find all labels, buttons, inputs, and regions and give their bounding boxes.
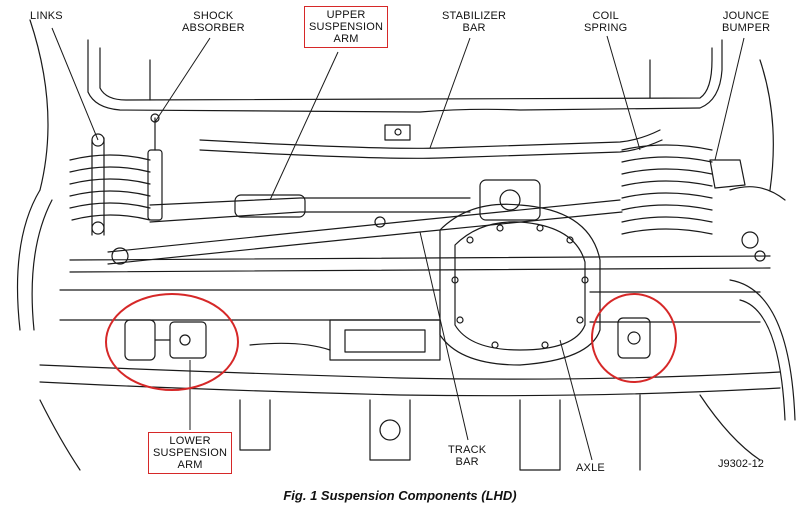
- shock-absorber: [147, 113, 163, 221]
- label-upper-suspension-arm: UPPER SUSPENSION ARM: [304, 6, 389, 48]
- label-axle: AXLE: [576, 462, 605, 474]
- right-tire: [729, 279, 796, 421]
- highlight-circles: [105, 293, 677, 391]
- label-jounce-bumper: JOUNCE BUMPER: [722, 10, 771, 34]
- left-coil-spring: [69, 154, 151, 221]
- highlight-right-lower-arm: [591, 293, 677, 383]
- label-track-bar: TRACK BAR: [448, 444, 487, 468]
- figure-caption: Fig. 1 Suspension Components (LHD): [283, 488, 517, 503]
- leader-upper-suspension-arm: [269, 51, 339, 201]
- leader-stabilizer-bar: [429, 37, 471, 149]
- lower-frame: [39, 394, 761, 471]
- upper-suspension-arm: [149, 194, 471, 223]
- label-links: LINKS: [30, 10, 63, 22]
- highlight-left-lower-arm: [105, 293, 239, 391]
- drawing-code: J9302-12: [718, 458, 764, 470]
- leader-links: [51, 27, 99, 141]
- pinion: [479, 179, 541, 221]
- leader-coil-spring: [606, 35, 641, 151]
- label-coil-spring: COIL SPRING: [584, 10, 628, 34]
- left-lower-arm-bracket: [124, 319, 207, 361]
- leader-jounce-bumper: [714, 37, 745, 161]
- leader-axle: [559, 339, 593, 461]
- leader-shock-absorber: [154, 37, 211, 123]
- leader-track-bar: [419, 231, 469, 441]
- label-lower-suspension-arm: LOWER SUSPENSION ARM: [148, 432, 233, 474]
- stabilizer-bar: [199, 124, 663, 159]
- right-coil-spring: [621, 144, 713, 235]
- lower-crossmember: [39, 364, 781, 397]
- track-bar: [107, 199, 623, 265]
- differential: [439, 203, 601, 366]
- floor-pan: [29, 19, 774, 191]
- leader-lines: [51, 27, 745, 461]
- label-stabilizer-bar: STABILIZER BAR: [442, 10, 507, 34]
- right-lower-arm-bracket: [617, 317, 651, 359]
- left-tire: [16, 189, 53, 331]
- axle-tube: [59, 255, 771, 323]
- links: [91, 133, 105, 236]
- label-shock-absorber: SHOCK ABSORBER: [182, 10, 245, 34]
- jounce-bumper: [709, 159, 786, 262]
- center-crossmember: [249, 319, 441, 361]
